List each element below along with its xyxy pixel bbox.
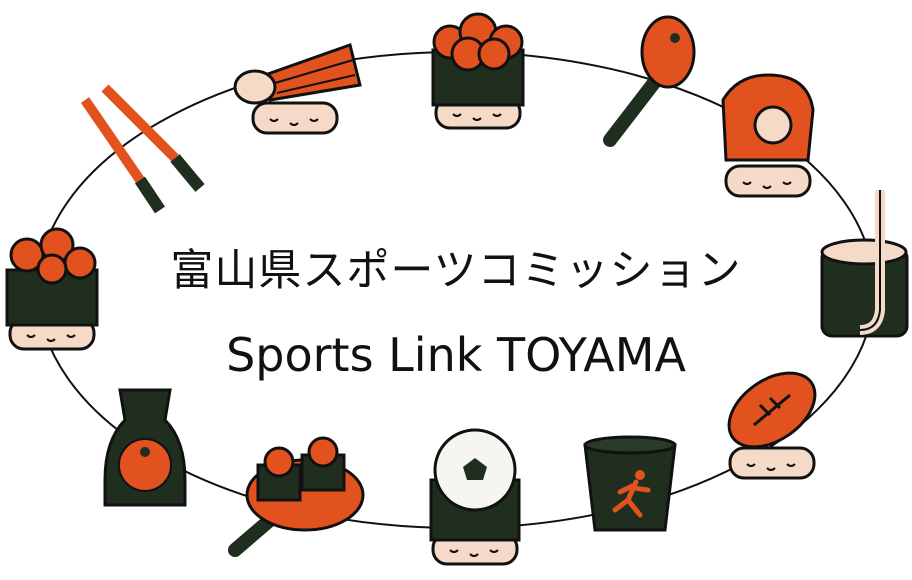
rugby-ball-sushi-icon	[727, 371, 817, 480]
volleyball-paddle-icon	[603, 15, 696, 147]
basketball-sushi-icon	[431, 12, 525, 130]
title-japanese: 富山県スポーツコミッション	[170, 246, 742, 296]
table-tennis-paddle-icon	[228, 436, 365, 557]
baseball-glove-sushi-icon	[721, 73, 815, 198]
bamboo-sticks-icon	[80, 84, 205, 214]
runner-teacup-icon	[583, 435, 677, 532]
shuttlecock-sushi-icon	[233, 43, 362, 135]
title-english: Sports Link TOYAMA	[226, 328, 686, 382]
ikura-sushi-icon	[5, 227, 99, 351]
soccer-ball-sushi-icon	[429, 428, 521, 566]
judo-soy-bottle-icon	[103, 388, 187, 507]
hockey-roll-icon	[820, 190, 909, 338]
